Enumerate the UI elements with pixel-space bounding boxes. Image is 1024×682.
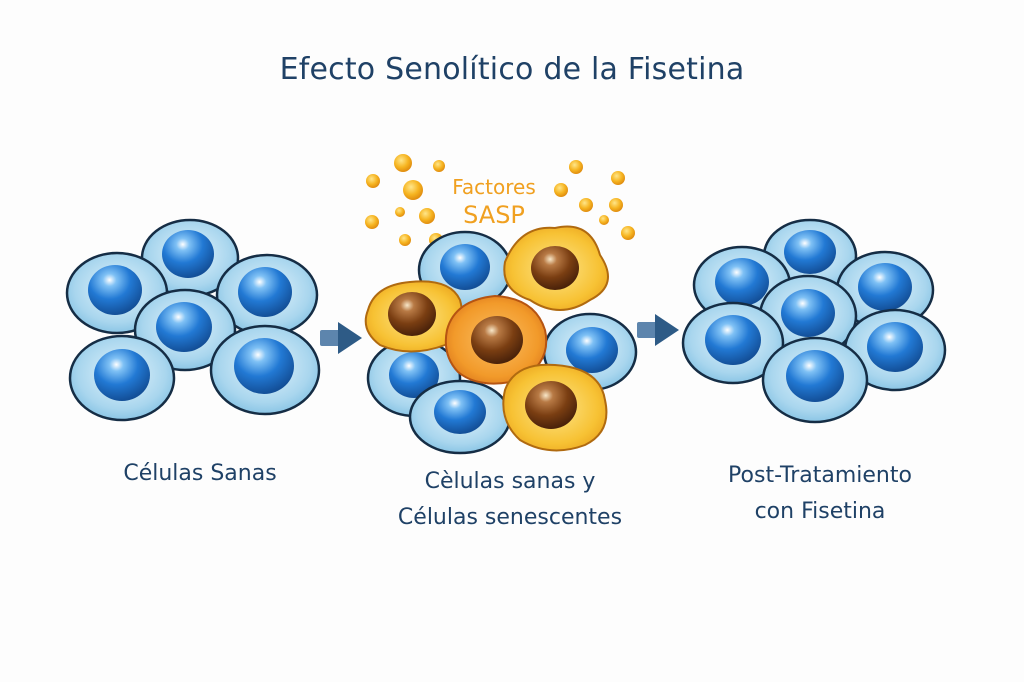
- panel-label-post-treatment: Post-Tratamiento con Fisetina: [680, 458, 960, 530]
- arrow-right-icon: [320, 322, 362, 354]
- senescent-cell: [364, 280, 464, 353]
- healthy-cell: [843, 308, 947, 392]
- label-line: con Fisetina: [754, 499, 886, 524]
- healthy-cell: [408, 379, 512, 455]
- healthy-cell: [215, 253, 319, 337]
- healthy-cell: [761, 336, 869, 424]
- healthy-cell: [758, 274, 858, 358]
- post-treatment-cell-cluster: [681, 218, 947, 424]
- label-line: Post-Tratamiento: [728, 463, 912, 488]
- label-line: Células Sanas: [123, 461, 277, 486]
- arrow-right-icon: [637, 314, 679, 346]
- sasp-label-line2: SASP: [463, 201, 525, 229]
- healthy-cell: [68, 334, 176, 422]
- healthy-cell: [140, 218, 240, 298]
- sasp-label-line1: Factores: [452, 175, 536, 199]
- panel-label-healthy: Células Sanas: [80, 456, 320, 492]
- label-line: Cèlulas sanas y: [424, 469, 596, 494]
- sasp-particles: [365, 154, 635, 247]
- mixed-cell-cluster: [364, 225, 638, 455]
- diagram-title: Efecto Senolítico de la Fisetina: [279, 52, 745, 87]
- healthy-cell: [209, 324, 321, 416]
- senescent-cell: [444, 294, 548, 385]
- senescent-cell: [503, 225, 609, 311]
- label-line: Células senescentes: [397, 505, 623, 530]
- senescent-cell: [502, 363, 608, 452]
- healthy-cell: [681, 301, 785, 385]
- healthy-cell: [835, 250, 935, 330]
- healthy-cell-cluster: [65, 218, 321, 422]
- panel-label-mixed: Cèlulas sanas y Células senescentes: [345, 464, 675, 536]
